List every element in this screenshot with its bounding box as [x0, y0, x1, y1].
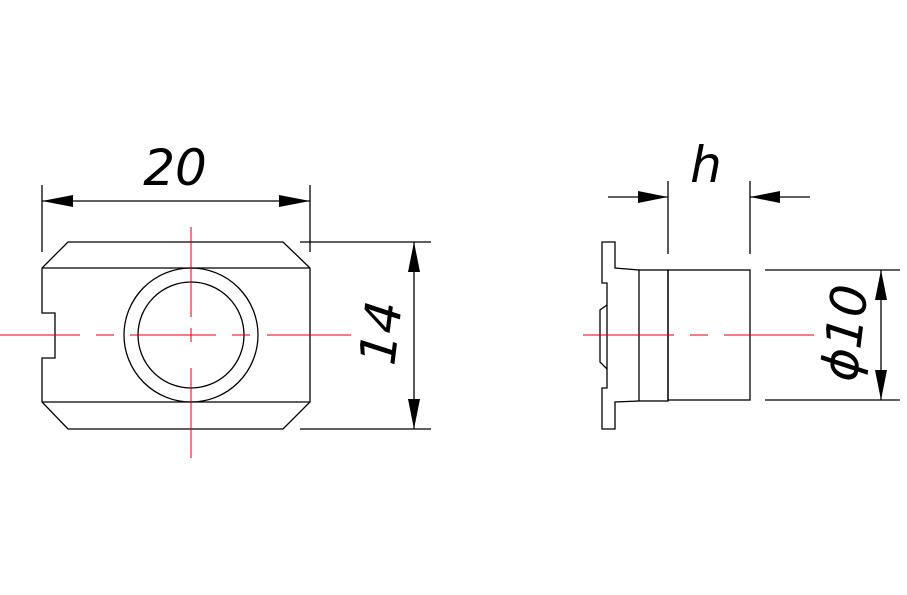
- arrowhead-down: [408, 399, 420, 429]
- arrowhead-down: [875, 370, 887, 400]
- arrowhead-right: [638, 191, 668, 203]
- thickness-dimension-label: h: [690, 136, 722, 194]
- arrowhead-left: [42, 195, 73, 207]
- side-view: h ϕ10: [583, 136, 900, 430]
- height-dimension-label: 14: [348, 298, 413, 368]
- flange-chevron: [599, 304, 608, 370]
- arrowhead-up: [875, 270, 887, 300]
- diameter-dimension-label: ϕ10: [810, 281, 879, 384]
- arrowhead-up: [408, 242, 420, 272]
- arrowhead-left: [750, 191, 780, 203]
- front-view: 20 14: [0, 139, 431, 458]
- width-dimension-label: 20: [143, 139, 207, 197]
- arrowhead-right: [279, 195, 310, 207]
